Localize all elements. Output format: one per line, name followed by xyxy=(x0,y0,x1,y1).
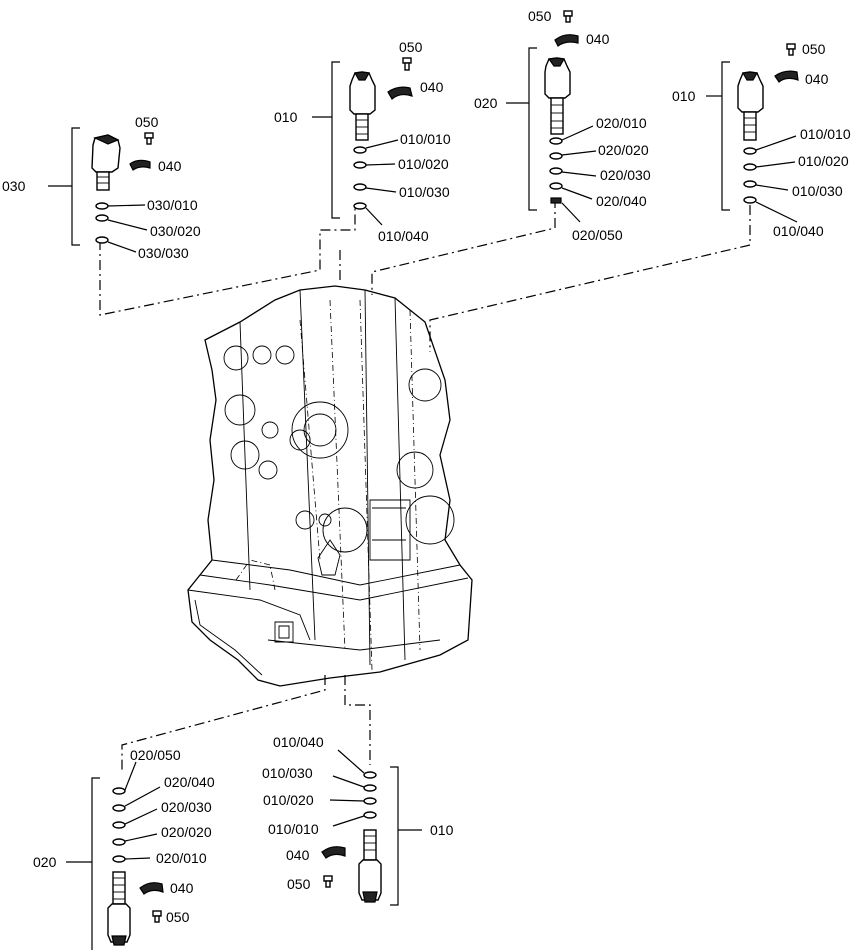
o-ring-icon xyxy=(353,183,367,191)
part-label: 020/040 xyxy=(596,193,647,209)
part-label: 050 xyxy=(287,876,311,892)
group-030-top: 030 050 040 030/010 030/020 030/030 xyxy=(2,114,201,261)
part-label: 020/010 xyxy=(596,115,647,131)
part-label: 050 xyxy=(166,909,190,925)
part-label: 010/040 xyxy=(773,223,824,239)
part-label: 040 xyxy=(420,79,444,95)
bolt-icon xyxy=(786,43,796,56)
bolt-icon xyxy=(152,910,162,923)
bolt-icon xyxy=(323,875,333,888)
part-label: 020/010 xyxy=(156,850,207,866)
o-ring-icon xyxy=(112,855,126,863)
clip-icon xyxy=(139,882,164,895)
o-ring-icon xyxy=(353,146,367,154)
group-label: 010 xyxy=(274,109,298,125)
o-ring-icon xyxy=(353,202,367,210)
part-label: 010/020 xyxy=(398,156,449,172)
assembly-guide-lines xyxy=(99,198,751,770)
clip-icon xyxy=(129,159,151,171)
o-ring-icon xyxy=(95,236,109,244)
part-label: 040 xyxy=(170,880,194,896)
transmission-housing xyxy=(187,285,473,687)
o-ring-icon xyxy=(549,152,563,160)
clip-icon xyxy=(387,86,413,100)
o-ring-icon xyxy=(363,771,377,779)
o-ring-icon xyxy=(353,161,367,169)
o-ring-icon xyxy=(363,811,377,819)
part-label: 010/040 xyxy=(273,734,324,750)
part-label: 030/030 xyxy=(138,245,189,261)
solenoid-valve-icon xyxy=(544,57,571,135)
part-label: 040 xyxy=(586,31,610,47)
part-label: 030/010 xyxy=(147,197,198,213)
part-label: 010/030 xyxy=(792,183,843,199)
part-label: 030/020 xyxy=(150,223,201,239)
part-label: 050 xyxy=(399,39,423,55)
bolt-icon xyxy=(563,10,573,23)
clip-icon xyxy=(774,70,799,83)
o-ring-icon xyxy=(363,797,377,805)
o-ring-icon xyxy=(743,196,757,204)
group-label: 010 xyxy=(430,822,454,838)
part-label: 040 xyxy=(158,158,182,174)
part-label: 040 xyxy=(286,847,310,863)
o-ring-icon xyxy=(95,214,109,222)
group-label: 010 xyxy=(672,88,696,104)
o-ring-icon xyxy=(743,147,757,155)
part-label: 020/040 xyxy=(164,774,215,790)
part-label: 020/020 xyxy=(161,824,212,840)
o-ring-icon xyxy=(112,804,126,812)
part-label: 010/010 xyxy=(800,126,851,142)
o-ring-icon xyxy=(112,787,126,795)
o-ring-icon xyxy=(112,838,126,846)
group-label: 030 xyxy=(2,178,26,194)
group-010-top-right: 010 050 040 010/010 010/020 010/030 010/… xyxy=(672,41,851,239)
solenoid-valve-icon xyxy=(349,71,376,141)
solenoid-valve-icon xyxy=(107,871,131,946)
group-010-bottom: 010 010/040 010/030 010/020 010/010 040 … xyxy=(262,734,454,906)
part-label: 010/030 xyxy=(262,765,313,781)
group-020-top: 020 050 040 020/010 020/020 020/030 xyxy=(474,8,651,243)
part-label: 010/020 xyxy=(798,153,849,169)
part-label: 050 xyxy=(528,8,552,24)
o-ring-icon xyxy=(549,137,563,145)
o-ring-icon xyxy=(112,821,126,829)
bolt-icon xyxy=(144,132,154,145)
o-ring-icon xyxy=(743,180,757,188)
o-ring-icon xyxy=(363,784,377,792)
part-label: 020/050 xyxy=(572,227,623,243)
clip-icon xyxy=(554,34,579,47)
group-label: 020 xyxy=(474,95,498,111)
o-ring-icon xyxy=(549,182,563,190)
o-ring-icon xyxy=(549,167,563,175)
bolt-icon xyxy=(402,57,412,71)
solenoid-valve-icon xyxy=(358,829,382,903)
part-label: 010/020 xyxy=(263,792,314,808)
part-label: 040 xyxy=(805,71,829,87)
part-label: 010/010 xyxy=(400,131,451,147)
part-label: 020/030 xyxy=(600,167,651,183)
part-label: 010/010 xyxy=(268,821,319,837)
solenoid-valve-icon xyxy=(737,71,764,141)
part-label: 050 xyxy=(802,41,826,57)
part-label: 020/030 xyxy=(161,799,212,815)
solenoid-valve-icon xyxy=(91,134,121,191)
o-ring-icon xyxy=(95,202,109,210)
part-label: 010/030 xyxy=(399,184,450,200)
clip-icon xyxy=(321,846,346,859)
group-010-top-left: 010 050 040 010/010 010/020 010/030 010/… xyxy=(274,39,451,244)
o-ring-icon xyxy=(550,197,562,204)
o-ring-icon xyxy=(743,163,757,171)
part-label: 020/050 xyxy=(130,747,181,763)
group-label: 020 xyxy=(33,854,57,870)
group-020-bottom: 020 020/050 020/040 020/030 020/020 020/… xyxy=(33,747,215,950)
part-label: 050 xyxy=(135,114,159,130)
part-label: 010/040 xyxy=(378,228,429,244)
part-label: 020/020 xyxy=(598,142,649,158)
